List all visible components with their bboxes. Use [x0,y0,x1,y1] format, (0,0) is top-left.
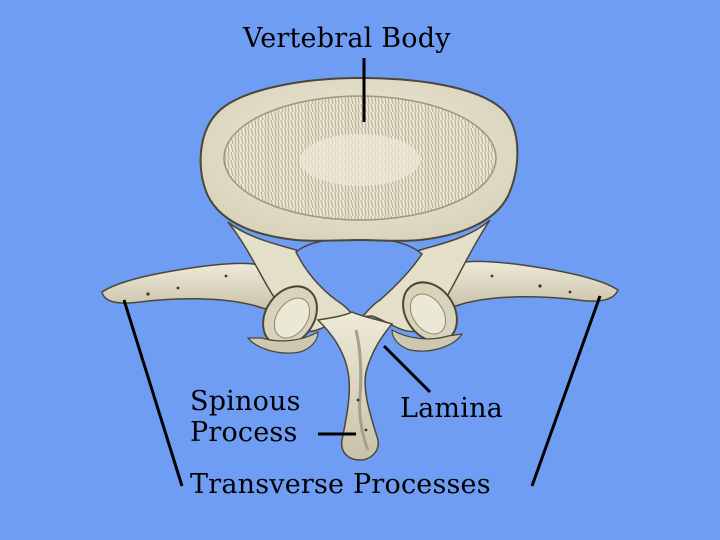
vertebral-body-center [300,134,420,186]
lamina-label: Lamina [400,393,503,424]
right-articular-facet-inner [409,293,447,335]
spinous-process-label-line1: Spinous [190,386,301,417]
right-inferior-process [391,328,464,352]
spinous-process-label-line2: Process [190,417,298,448]
left-transverse-leader [122,299,184,487]
spinous-process [316,311,394,461]
left-inferior-process [246,330,319,354]
vertebral-body-label: Vertebral Body [243,23,451,54]
spinous-process-label: Spinous Process [190,386,301,448]
right-transverse-leader [530,295,602,487]
bone-marks [146,274,572,432]
leader-lines [122,58,602,487]
spinous-process-shade [354,329,370,451]
left-articular-facet-inner [273,297,311,339]
lamina-leader [382,344,432,394]
transverse-processes-label: Transverse Processes [190,469,491,500]
